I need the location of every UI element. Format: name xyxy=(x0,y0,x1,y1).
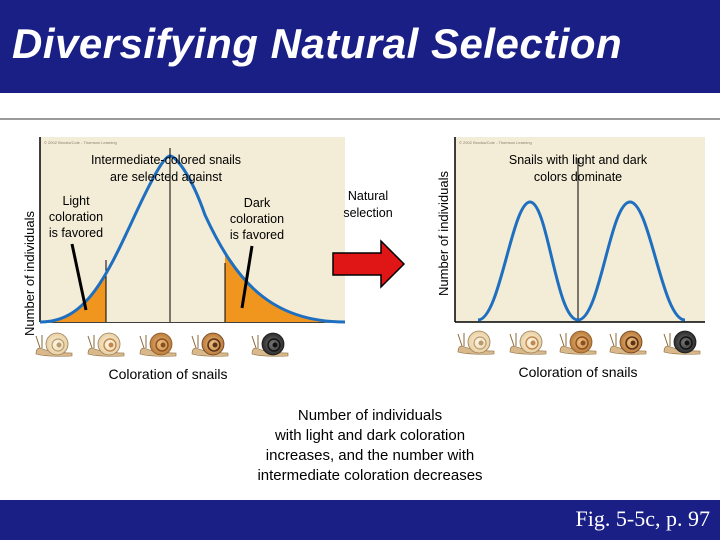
title-bar: Diversifying Natural Selection xyxy=(0,0,720,93)
figure-reference: Fig. 5-5c, p. 97 xyxy=(575,506,710,531)
snail-icon xyxy=(457,330,495,355)
diversifying-selection-diagram: © 2002 Brooks/Cole - Thomson Learning Nu… xyxy=(22,137,705,382)
dark-label-line1: Dark xyxy=(244,196,271,210)
dark-label-line2: coloration xyxy=(230,212,284,226)
light-label-line3: is favored xyxy=(49,226,103,240)
arrow-right-icon xyxy=(332,239,406,289)
slide-title: Diversifying Natural Selection xyxy=(12,20,623,67)
bottom-caption: Number of individuals with light and dar… xyxy=(240,406,500,486)
caption-line: increases, and the number with xyxy=(265,447,475,464)
right-top-label-line2: colors dominate xyxy=(534,170,622,184)
right-x-axis-label: Coloration of snails xyxy=(518,364,637,380)
arrow-label-line1: Natural xyxy=(348,189,388,203)
right-y-axis-label: Number of individuals xyxy=(436,170,451,296)
snail-icon xyxy=(87,332,125,357)
light-tail-shading xyxy=(40,273,106,322)
dark-label-line3: is favored xyxy=(230,228,284,242)
right-top-label-line1: Snails with light and dark xyxy=(509,153,648,167)
caption-line: intermediate coloration decreases xyxy=(257,467,483,484)
left-top-label-line1: Intermediate-colored snails xyxy=(91,153,241,167)
snail-icon xyxy=(191,332,229,357)
light-label-line1: Light xyxy=(62,194,90,208)
right-snail-row xyxy=(457,330,701,355)
arrow-label-line2: selection xyxy=(343,206,392,220)
caption-line: Number of individuals xyxy=(297,407,443,424)
left-top-label-line2: are selected against xyxy=(110,170,222,184)
right-panel: © 2002 Brooks/Cole - Thomson Learning Nu… xyxy=(436,137,705,380)
left-panel: © 2002 Brooks/Cole - Thomson Learning Nu… xyxy=(22,137,346,382)
snail-icon xyxy=(609,330,647,355)
snail-icon xyxy=(35,332,73,357)
selection-arrow: Natural selection xyxy=(332,189,406,289)
dark-pointer-line xyxy=(240,245,254,309)
snail-icon xyxy=(251,332,289,357)
snail-icon xyxy=(663,330,701,355)
figure-area: © 2002 Brooks/Cole - Thomson Learning Nu… xyxy=(0,118,720,502)
right-copyright: © 2002 Brooks/Cole - Thomson Learning xyxy=(459,140,532,145)
light-pointer-line xyxy=(70,243,88,311)
caption-line: with light and dark coloration xyxy=(274,427,466,444)
left-x-axis-label: Coloration of snails xyxy=(108,366,227,382)
snail-icon xyxy=(139,332,177,357)
left-y-axis-label: Number of individuals xyxy=(22,210,37,336)
footer-bar: Fig. 5-5c, p. 97 xyxy=(0,500,720,540)
dark-tail-shading xyxy=(225,252,345,322)
light-label-line2: coloration xyxy=(49,210,103,224)
right-bimodal-curve xyxy=(477,200,686,322)
left-copyright: © 2002 Brooks/Cole - Thomson Learning xyxy=(44,140,117,145)
snail-icon xyxy=(509,330,547,355)
left-snail-row xyxy=(35,332,289,357)
snail-icon xyxy=(559,330,597,355)
